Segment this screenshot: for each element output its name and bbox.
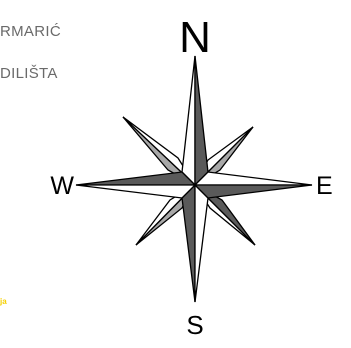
- compass-north-point-left: [182, 56, 195, 185]
- compass-west-point-bottom: [76, 185, 195, 198]
- compass-east-label: E: [316, 172, 333, 200]
- compass-east-point-bottom: [195, 185, 312, 198]
- compass-east-point-top: [195, 172, 312, 185]
- compass-south-point-left: [182, 185, 195, 302]
- compass-west-label: W: [50, 172, 74, 200]
- compass-north-point-right: [195, 56, 208, 185]
- compass-south-label: S: [186, 310, 203, 340]
- compass-west-point-top: [76, 172, 195, 185]
- compass-south-point-right: [195, 185, 208, 302]
- compass-north-label: N: [179, 13, 211, 62]
